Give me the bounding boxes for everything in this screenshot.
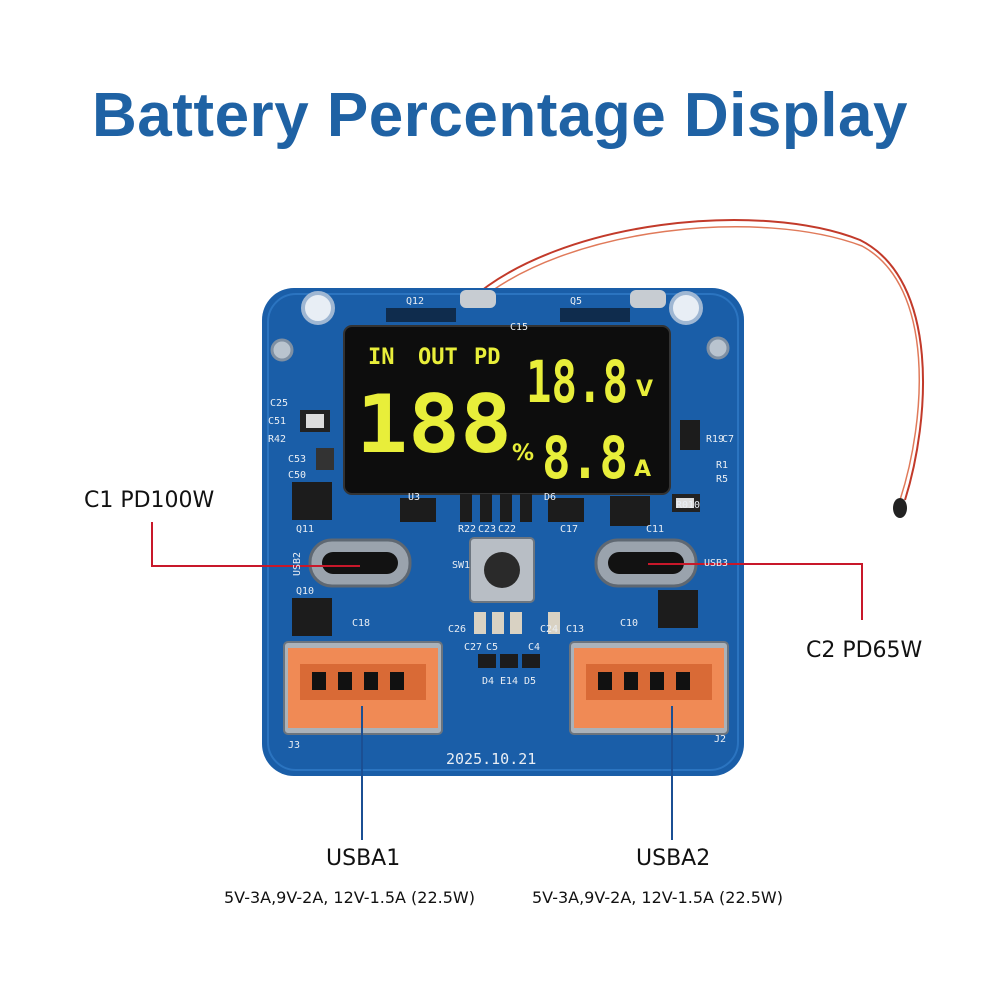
silk-label: Q5 [570,296,582,307]
silk-label: SW1 [452,560,470,571]
usba1-callout-label: USBA1 [326,846,401,871]
silk-label: R5 [716,474,728,485]
c2-callout-label: C2 PD65W [806,638,923,663]
silk-label: C4 [528,642,540,653]
lcd-out-indicator: OUT [418,345,458,370]
lcd-percent-sign: % [512,441,534,466]
lcd-voltage-digits: 18.8 [526,348,628,416]
silk-label: C26 [448,624,466,635]
silk-label: C15 [510,322,528,333]
silk-label: Q11 [296,524,314,535]
silk-label: C7 [722,434,734,445]
mounting-hole [301,291,335,325]
usba2-callout-label: USBA2 [636,846,711,871]
silk-label: C10 [620,618,638,629]
silk-label: R42 [268,434,286,445]
silk-label: R010 [676,500,700,511]
silk-label: R22 [458,524,476,535]
silk-label: C25 [270,398,288,409]
silk-label: C13 [566,624,584,635]
silk-label: C5 [486,642,498,653]
c2-leader-line [648,563,863,620]
silk-label: Q10 [296,586,314,597]
silk-label: R1 [716,460,728,471]
silk-label: C18 [352,618,370,629]
silk-label: E14 [500,676,518,687]
silk-label: C50 [288,470,306,481]
silk-label: C23 [478,524,496,535]
lcd-voltage-unit: V [636,377,653,402]
usba1-spec-label: 5V-3A,9V-2A, 12V-1.5A (22.5W) [224,888,475,907]
board-date: 2025.10.21 [446,750,536,768]
mounting-hole [669,291,703,325]
silk-label: U3 [408,492,420,503]
silk-label: C24 [540,624,558,635]
silk-label: C17 [560,524,578,535]
silk-label: R19 [706,434,724,445]
c1-callout-label: C1 PD100W [84,488,215,513]
thermistor-wire [469,219,924,501]
silk-label: C53 [288,454,306,465]
lcd-in-indicator: IN [368,345,395,370]
lcd-percent-digits: 188 [356,378,512,471]
silk-label: C11 [646,524,664,535]
thermistor-bead [893,498,907,518]
silk-label: Q12 [406,296,424,307]
silk-label: USB3 [704,558,728,569]
lcd-current-digits: 8.8 [542,424,628,492]
silk-label: C22 [498,524,516,535]
c1-leader-line [151,522,360,567]
mosfet-chip [292,482,332,520]
page-title: Battery Percentage Display [92,81,908,150]
usba2-spec-label: 5V-3A,9V-2A, 12V-1.5A (22.5W) [532,888,783,907]
silk-label: USB2 [292,552,303,576]
mosfet-chip [658,590,698,628]
silk-label: D6 [544,492,556,503]
lcd-current-unit: A [634,457,651,482]
silk-label: C27 [464,642,482,653]
silk-label: D5 [524,676,536,687]
silk-label: J3 [288,740,300,751]
mosfet-chip [292,598,332,636]
silk-label: J2 [714,734,726,745]
lcd-pd-indicator: PD [474,345,501,370]
silk-label: D4 [482,676,494,687]
silk-label: C51 [268,416,286,427]
